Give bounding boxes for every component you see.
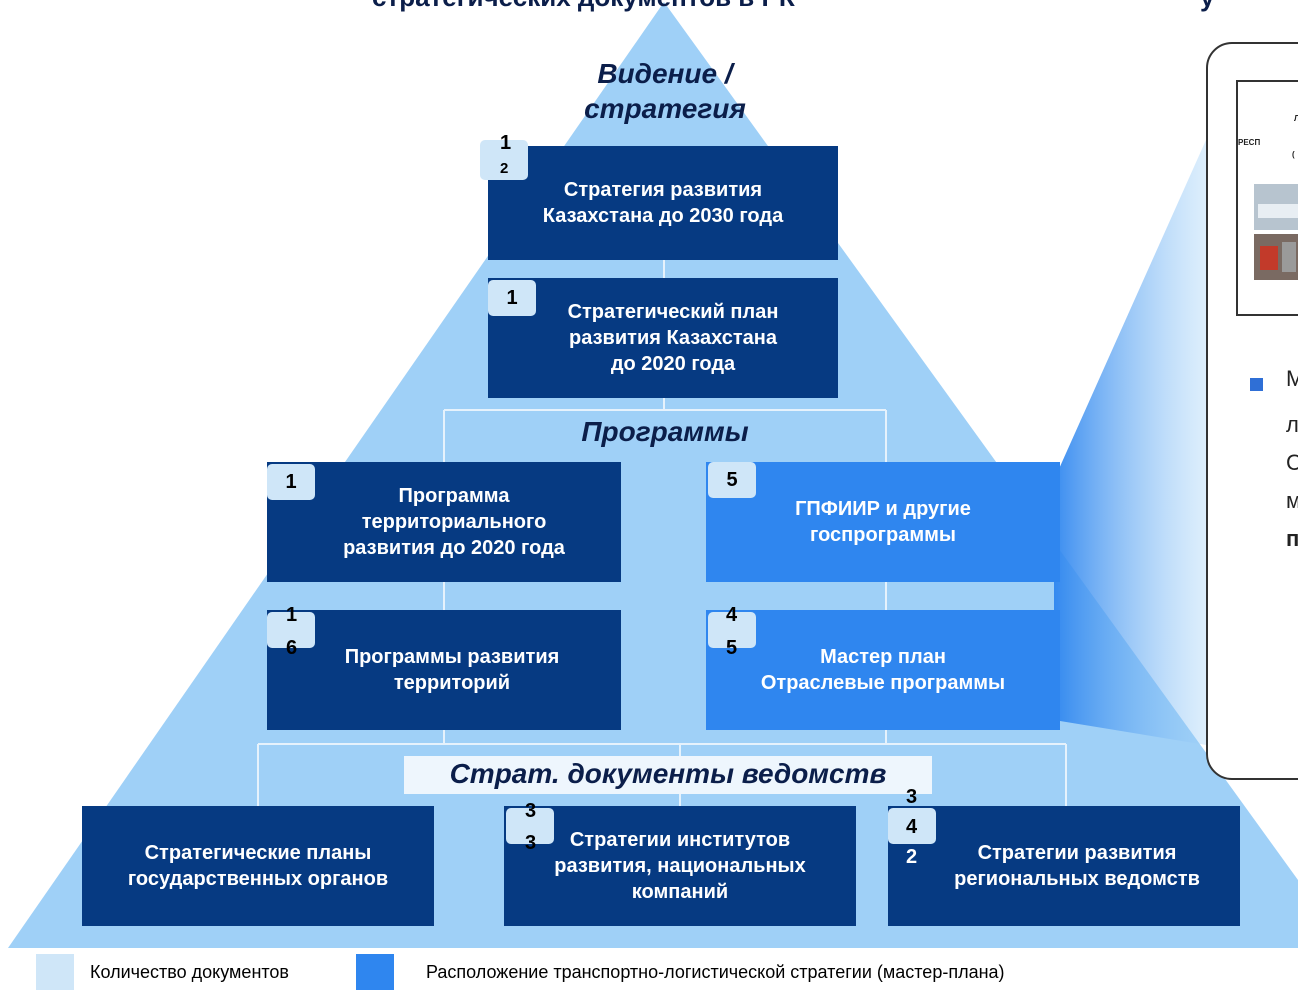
count-regional-1: 3	[906, 786, 918, 808]
callout-line-2: л	[1286, 412, 1298, 437]
count-institutes-top: 3	[525, 800, 537, 822]
doc-line-2: Л	[1294, 114, 1298, 123]
title-left: стратегических документов в РК	[372, 0, 795, 13]
count-strategy-2030-bottom: 2	[500, 160, 509, 177]
count-badge-strategy-2030	[480, 140, 528, 180]
legend-count-label: Количество документов	[90, 962, 289, 982]
count-territory-programs-top: 1	[286, 604, 298, 626]
count-territory-programs-bottom: 6	[286, 637, 298, 659]
box-regional: Стратегии развития региональных ведомств	[888, 806, 1240, 926]
box-strategic-plan-2020: Стратегический план развития Казахстана …	[488, 278, 838, 398]
legend-location-label: Расположение транспортно-логистической с…	[426, 962, 1005, 982]
level-vision-label: Видение / стратегия	[584, 58, 746, 124]
count-institutes-bottom: 3	[525, 832, 537, 854]
box-territory-programs: Программы развития территорий	[267, 610, 621, 730]
box-master-plan: Мастер план Отраслевые программы	[706, 610, 1060, 730]
count-badge-institutes	[506, 808, 554, 844]
count-badge-regional	[888, 808, 936, 844]
box-strategy-2030: Стратегия развития Казахстана до 2030 го…	[488, 146, 838, 260]
callout-wedge	[1054, 140, 1206, 745]
count-master-plan-bottom: 5	[726, 637, 738, 659]
count-strategy-2030-top: 1	[500, 132, 512, 154]
legend-count-swatch	[36, 954, 74, 990]
page-title: стратегических документов в РК у	[300, 0, 1298, 22]
doc-line-3: РЕСП	[1238, 138, 1261, 147]
title-right: у	[1200, 0, 1214, 13]
bullet-icon	[1250, 378, 1263, 391]
callout-line-4: м	[1286, 488, 1298, 513]
count-badge-strategic-plan-2020: 1	[488, 280, 536, 316]
doc-photo-icon	[1254, 184, 1298, 280]
level-departments-label: Страт. документы ведомств	[404, 756, 932, 794]
count-master-plan-top: 4	[726, 604, 738, 626]
callout-line-1: М	[1286, 366, 1298, 391]
count-badge-master-plan	[708, 612, 756, 648]
box-state-plans: Стратегические планы государственных орг…	[82, 806, 434, 926]
callout-line-3: С	[1286, 450, 1298, 475]
count-badge-territory-programs	[267, 612, 315, 648]
box-institutes: Стратегии институтов развития, националь…	[504, 806, 856, 926]
count-badge-gpfiir: 5	[708, 462, 756, 498]
count-badge-territorial-program: 1	[267, 464, 315, 500]
count-regional-2: 4	[906, 816, 918, 838]
count-regional-3: 2	[906, 846, 918, 868]
document-thumbnail: Т Л РЕСП (	[1236, 80, 1298, 316]
legend-location-swatch	[356, 954, 394, 990]
box-gpfiir: ГПФИИР и другие госпрограммы	[706, 462, 1060, 582]
box-territorial-program: Программа территориального развития до 2…	[267, 462, 621, 582]
callout-line-5: п	[1286, 526, 1298, 551]
doc-line-4: (	[1292, 150, 1295, 159]
level-programs-label: Программы	[581, 416, 749, 447]
